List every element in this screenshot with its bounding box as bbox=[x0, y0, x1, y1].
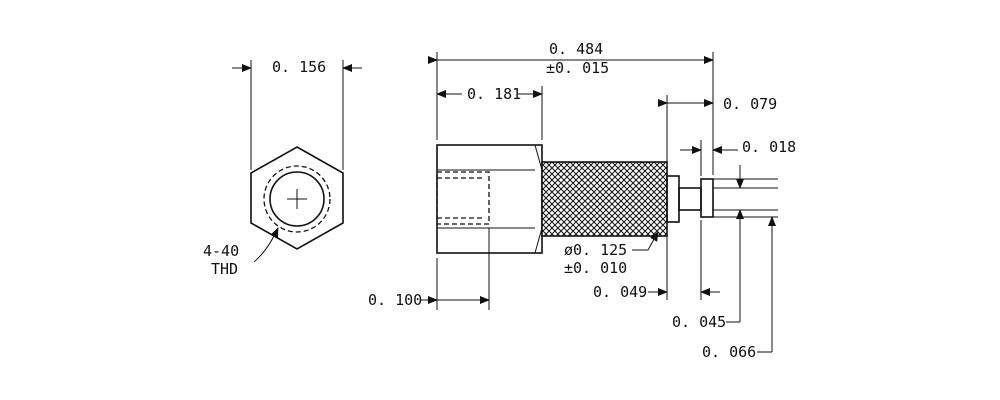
thread-depth-label: 0. 100 bbox=[368, 291, 422, 309]
side-dimensions: 0. 484 ±0. 015 0. 181 0. 079 0. 018 ø0. … bbox=[368, 40, 796, 361]
overall-length-label: 0. 484 bbox=[549, 40, 603, 58]
flange-thickness-label: 0. 018 bbox=[742, 138, 796, 156]
tip-diameter-label: 0. 045 bbox=[672, 313, 726, 331]
hex-end-view: 0. 156 4-40 THD bbox=[203, 58, 362, 278]
body-dia-leader bbox=[632, 231, 659, 251]
flange bbox=[700, 178, 714, 218]
body-diameter-tol: ±0. 010 bbox=[564, 259, 627, 277]
hex-length-label: 0. 181 bbox=[467, 85, 521, 103]
thread-callout-line1: 4-40 bbox=[203, 242, 239, 260]
body-diameter-label: ø0. 125 bbox=[564, 241, 627, 259]
overall-length-tol: ±0. 015 bbox=[546, 59, 609, 77]
side-view bbox=[436, 144, 714, 254]
thread-major-circle bbox=[263, 165, 331, 233]
thread-minor-circle bbox=[269, 171, 325, 227]
thread-leader bbox=[253, 227, 279, 263]
tip-shaft bbox=[678, 187, 702, 211]
thread-callout-line2: THD bbox=[211, 260, 238, 278]
neck-length-label: 0. 049 bbox=[593, 283, 647, 301]
hex-outline bbox=[250, 146, 344, 250]
flange-diameter-label: 0. 066 bbox=[702, 343, 756, 361]
hex-chamfer-bottom bbox=[534, 227, 543, 254]
tip-length-label: 0. 079 bbox=[723, 95, 777, 113]
tapped-hole-hidden bbox=[436, 171, 490, 225]
neck bbox=[666, 175, 680, 223]
hex-chamfer-top bbox=[534, 144, 543, 171]
hex-width-label: 0. 156 bbox=[272, 58, 326, 76]
knurled-body bbox=[541, 161, 668, 237]
